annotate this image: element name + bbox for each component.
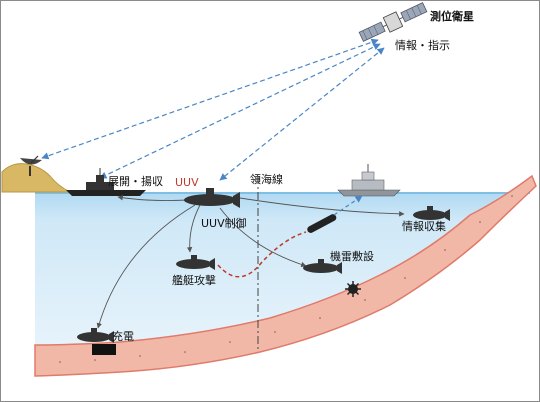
link-satellite-ship xyxy=(99,43,381,179)
uuv-control-label: UUV制御 xyxy=(201,216,247,230)
satellite-comm-links xyxy=(41,38,385,181)
uuv-icon xyxy=(303,259,342,274)
antenna-icon xyxy=(20,155,42,176)
seabed-dots xyxy=(59,195,513,363)
charging-label: 充電 xyxy=(112,329,134,343)
ship-attack-label: 艦艇攻撃 xyxy=(172,273,216,287)
info-collection-label: 情報収集 xyxy=(402,219,446,233)
attack-path xyxy=(217,231,307,278)
satellite-label: 測位衛星 xyxy=(430,9,474,23)
coastline-land xyxy=(1,163,71,193)
seabed xyxy=(34,174,537,377)
deploy-recover-label: 展開・揚収 xyxy=(108,175,163,188)
uuv-label: UUV xyxy=(175,176,199,189)
warship-icon xyxy=(337,164,401,197)
sea-area xyxy=(35,178,530,345)
territorial-line-label: 領海線 xyxy=(250,172,283,186)
torpedo-icon xyxy=(307,214,337,233)
charging-station-icon xyxy=(92,344,116,355)
uuv-icon xyxy=(413,206,450,221)
info-command-label: 情報・指示 xyxy=(395,38,450,52)
uuv-icon xyxy=(184,188,240,208)
path-recover-to-ship xyxy=(117,195,189,202)
uuv-icon xyxy=(176,255,215,270)
mine-laying-label: 機雷敷設 xyxy=(330,249,374,263)
torpedo-trail xyxy=(333,195,363,216)
path-to-mine-uuv xyxy=(219,207,307,268)
satellite-icon xyxy=(358,2,428,42)
path-to-info-collection xyxy=(239,197,405,217)
uuv-icon xyxy=(77,328,114,343)
uuv-control-paths xyxy=(96,195,405,329)
warship-icon xyxy=(66,168,146,196)
path-to-attack-uuv xyxy=(186,204,201,253)
link-satellite-uuv xyxy=(219,47,385,181)
naval-mine-icon xyxy=(345,281,361,297)
path-to-charger xyxy=(96,204,196,329)
link-satellite-ground xyxy=(41,38,379,160)
